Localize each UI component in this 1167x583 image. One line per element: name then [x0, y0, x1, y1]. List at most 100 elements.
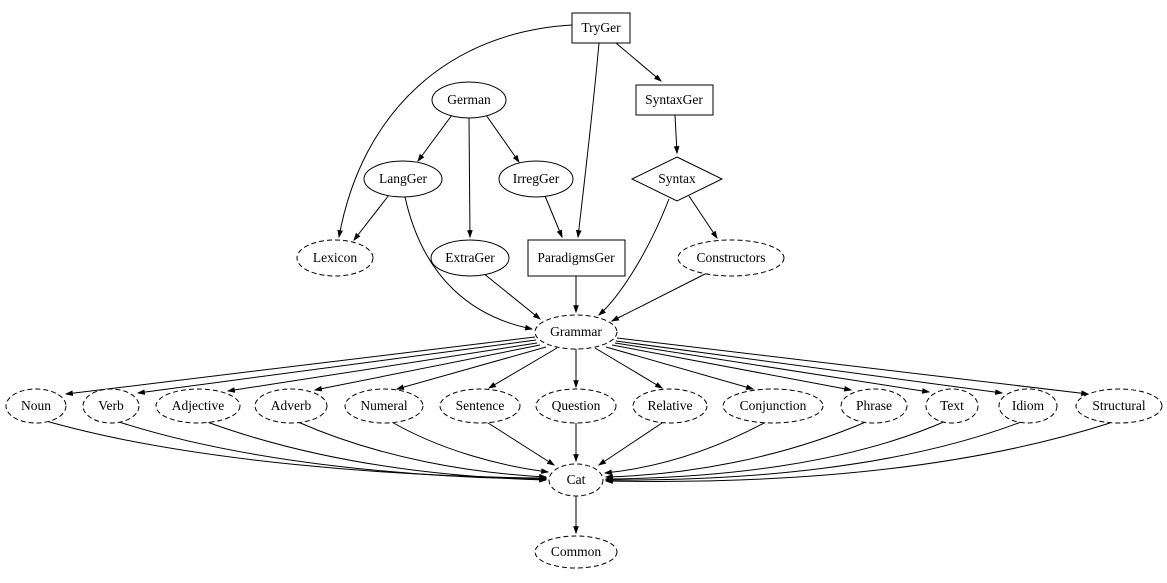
- node-common: Common: [534, 535, 618, 569]
- node-german-shape: [431, 81, 507, 119]
- node-phrase: Phrase: [840, 388, 908, 424]
- node-langger-label: LangGer: [379, 171, 427, 186]
- edge-conjunction-cat: [603, 421, 767, 476]
- node-structural-shape: [1075, 388, 1163, 424]
- edge-numeral-cat: [389, 420, 550, 474]
- node-lexicon-label: Lexicon: [313, 250, 357, 265]
- edge-grammar-adjective: [226, 342, 538, 393]
- node-conjunction-shape: [722, 388, 824, 424]
- edge-irregger-paradigmsger: [544, 195, 563, 239]
- edge-text-cat: [604, 420, 947, 482]
- edge-grammar-structural: [616, 337, 1090, 396]
- node-extrager: ExtraGer: [430, 239, 510, 277]
- node-constructors-label: Constructors: [697, 250, 766, 265]
- node-cat: Cat: [548, 463, 604, 497]
- node-question-shape: [535, 388, 617, 424]
- edge-structural-cat: [604, 422, 1111, 484]
- node-text-label: Text: [940, 398, 964, 413]
- node-tryger-label: TryGer: [581, 20, 621, 35]
- edge-grammar-relative: [594, 347, 664, 389]
- edge-relative-cat: [598, 420, 666, 466]
- node-syntaxger: SyntaxGer: [635, 84, 714, 116]
- node-paradigmsger: ParadigmsGer: [527, 239, 626, 277]
- edge-langger-grammar: [404, 196, 534, 331]
- edge-phrase-cat: [604, 420, 869, 480]
- node-syntax-label: Syntax: [658, 171, 696, 186]
- edge-german-extrager: [467, 117, 473, 239]
- node-irregger: IrregGer: [498, 160, 574, 198]
- edge-extrager-grammar: [482, 272, 541, 320]
- node-adverb-label: Adverb: [271, 398, 312, 413]
- edge-tryger-lexicon: [337, 24, 573, 239]
- node-adjective-shape: [155, 388, 241, 424]
- node-structural-label: Structural: [1092, 398, 1145, 413]
- edge-grammar-sentence: [487, 347, 558, 389]
- node-extrager-shape: [430, 239, 510, 277]
- node-cat-label: Cat: [567, 472, 586, 487]
- node-question: Question: [535, 388, 617, 424]
- node-extrager-label: ExtraGer: [445, 250, 495, 265]
- edge-grammar-verb: [136, 339, 537, 395]
- node-relative-shape: [632, 388, 708, 424]
- node-numeral-label: Numeral: [360, 398, 407, 413]
- node-paradigmsger-shape: [527, 239, 626, 277]
- node-constructors: Constructors: [677, 239, 785, 277]
- node-sentence-label: Sentence: [456, 398, 505, 413]
- node-question-label: Question: [552, 398, 601, 413]
- node-numeral: Numeral: [344, 388, 424, 424]
- node-langger: LangGer: [363, 160, 443, 198]
- node-conjunction-label: Conjunction: [740, 398, 807, 413]
- node-adjective: Adjective: [155, 388, 241, 424]
- edge-grammar-text: [614, 342, 931, 394]
- node-grammar-shape: [534, 314, 618, 350]
- edge-langger-lexicon: [353, 194, 390, 241]
- node-relative: Relative: [632, 388, 708, 424]
- node-sentence: Sentence: [439, 388, 521, 424]
- edge-sentence-cat: [484, 420, 556, 466]
- node-noun: Noun: [5, 388, 67, 424]
- node-numeral-shape: [344, 388, 424, 424]
- edge-grammar-phrase: [611, 344, 853, 392]
- node-syntax-shape: [630, 156, 724, 202]
- node-tryger-shape: [571, 12, 631, 44]
- node-syntax: Syntax: [630, 156, 724, 202]
- edge-tryger-paradigmsger: [575, 42, 600, 239]
- node-idiom-shape: [998, 388, 1058, 424]
- node-cat-shape: [548, 463, 604, 497]
- node-structural: Structural: [1075, 388, 1163, 424]
- node-syntaxger-shape: [635, 84, 714, 116]
- edge-syntaxger-syntax: [673, 114, 680, 155]
- node-langger-shape: [363, 160, 443, 198]
- edge-grammar-noun: [64, 336, 536, 396]
- edges: [45, 24, 1111, 535]
- node-verb-label: Verb: [98, 398, 124, 413]
- node-text: Text: [925, 388, 979, 424]
- node-relative-label: Relative: [648, 398, 693, 413]
- node-irregger-label: IrregGer: [513, 171, 560, 186]
- node-adverb-shape: [254, 388, 328, 424]
- edge-grammar-idiom: [615, 340, 1004, 395]
- node-tryger: TryGer: [571, 12, 631, 44]
- edge-german-langger: [417, 114, 453, 162]
- node-adjective-label: Adjective: [172, 398, 224, 413]
- edge-german-irregger: [485, 114, 520, 163]
- node-adverb: Adverb: [254, 388, 328, 424]
- node-noun-label: Noun: [21, 398, 51, 413]
- node-lexicon-shape: [296, 239, 374, 277]
- edge-syntax-constructors: [688, 195, 718, 239]
- node-paradigmsger-label: ParadigmsGer: [537, 250, 615, 265]
- node-common-shape: [534, 535, 618, 569]
- node-syntaxger-label: SyntaxGer: [645, 92, 703, 107]
- node-text-shape: [925, 388, 979, 424]
- node-common-label: Common: [551, 544, 602, 559]
- edge-grammar-numeral: [395, 346, 547, 390]
- node-phrase-shape: [840, 388, 908, 424]
- node-german: German: [431, 81, 507, 119]
- edge-idiom-cat: [604, 421, 1022, 483]
- node-lexicon: Lexicon: [296, 239, 374, 277]
- node-grammar-label: Grammar: [550, 324, 602, 339]
- edge-adjective-cat: [206, 421, 548, 483]
- node-noun-shape: [5, 388, 67, 424]
